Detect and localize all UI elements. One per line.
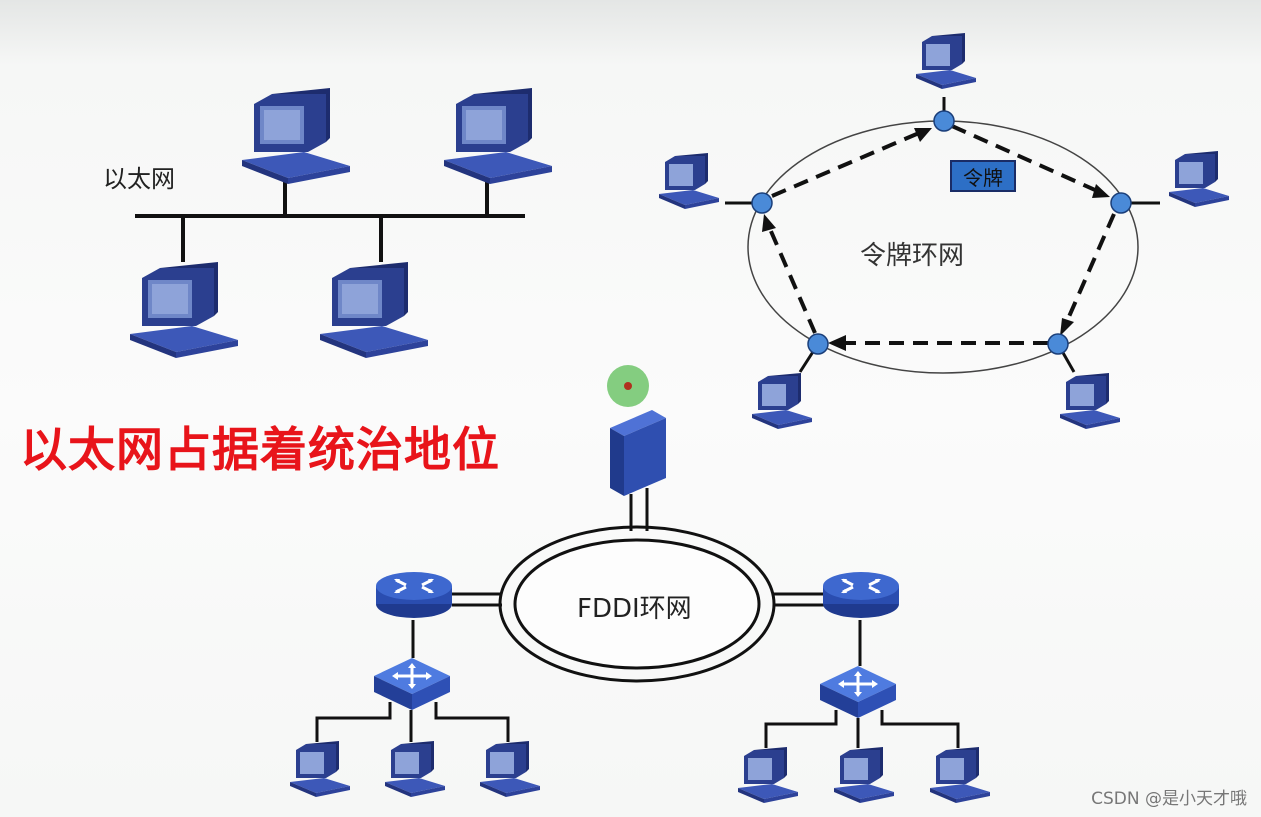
router-icon <box>374 570 454 620</box>
fddi-ring <box>513 538 761 670</box>
ring-node <box>1047 333 1069 355</box>
computer-icon <box>1169 151 1229 207</box>
computer-icon <box>738 747 798 803</box>
computer-icon <box>290 741 350 797</box>
computer-icon <box>916 33 976 89</box>
computer-icon <box>752 373 812 429</box>
computer-icon <box>930 747 990 803</box>
token-ring-network <box>659 33 1229 429</box>
ring-node <box>751 192 773 214</box>
token-badge: 令牌 <box>950 160 1016 192</box>
switch-icon <box>372 656 452 712</box>
server-icon <box>610 410 666 496</box>
fddi-network <box>290 410 990 803</box>
ring-node <box>1110 192 1132 214</box>
cursor-icon <box>607 365 649 407</box>
ethernet-network <box>130 88 552 358</box>
computer-icon <box>242 88 350 184</box>
computer-icon <box>834 747 894 803</box>
computer-icon <box>1060 373 1120 429</box>
computer-icon <box>385 741 445 797</box>
headline: 以太网占据着统治地位 <box>20 423 500 478</box>
computer-icon <box>480 741 540 797</box>
token-ring-label: 令牌环网 <box>860 241 965 271</box>
computer-icon <box>130 262 238 358</box>
token-path <box>765 124 1116 345</box>
computer-icon <box>320 262 428 358</box>
ring-node <box>933 110 955 132</box>
fddi-label: FDDI环网 <box>577 594 692 624</box>
ring-node <box>807 333 829 355</box>
ethernet-label: 以太网 <box>103 165 175 193</box>
watermark: CSDN @是小天才哦 <box>1091 789 1247 809</box>
computer-icon <box>444 88 552 184</box>
computer-icon <box>659 153 719 209</box>
switch-icon <box>818 664 898 720</box>
router-icon <box>821 570 901 620</box>
